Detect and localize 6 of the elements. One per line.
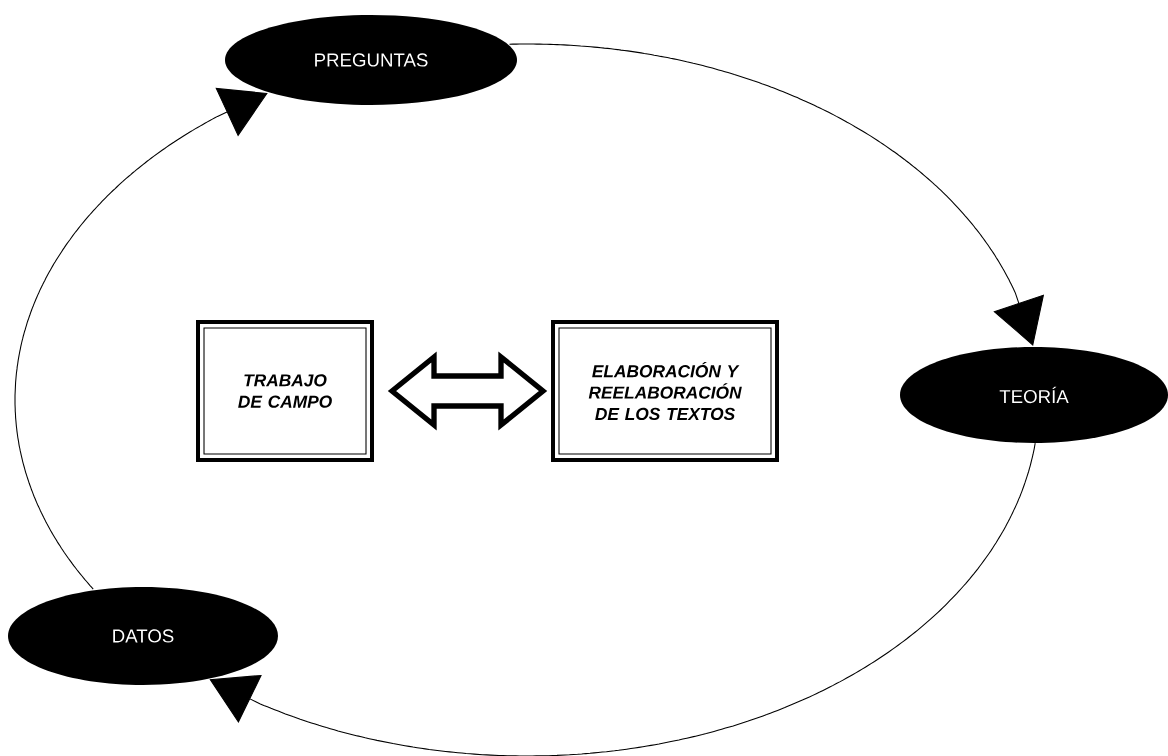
arrow: [209, 442, 1036, 756]
double-border-box: TRABAJO DE CAMPO: [196, 320, 374, 462]
arrow: [508, 43, 1045, 346]
oval-node: PREGUNTAS: [225, 15, 517, 105]
double-border-box: ELABORACIÓN Y REELABORACIÓN DE LOS TEXTOS: [551, 320, 779, 462]
arrow: [14, 87, 268, 590]
